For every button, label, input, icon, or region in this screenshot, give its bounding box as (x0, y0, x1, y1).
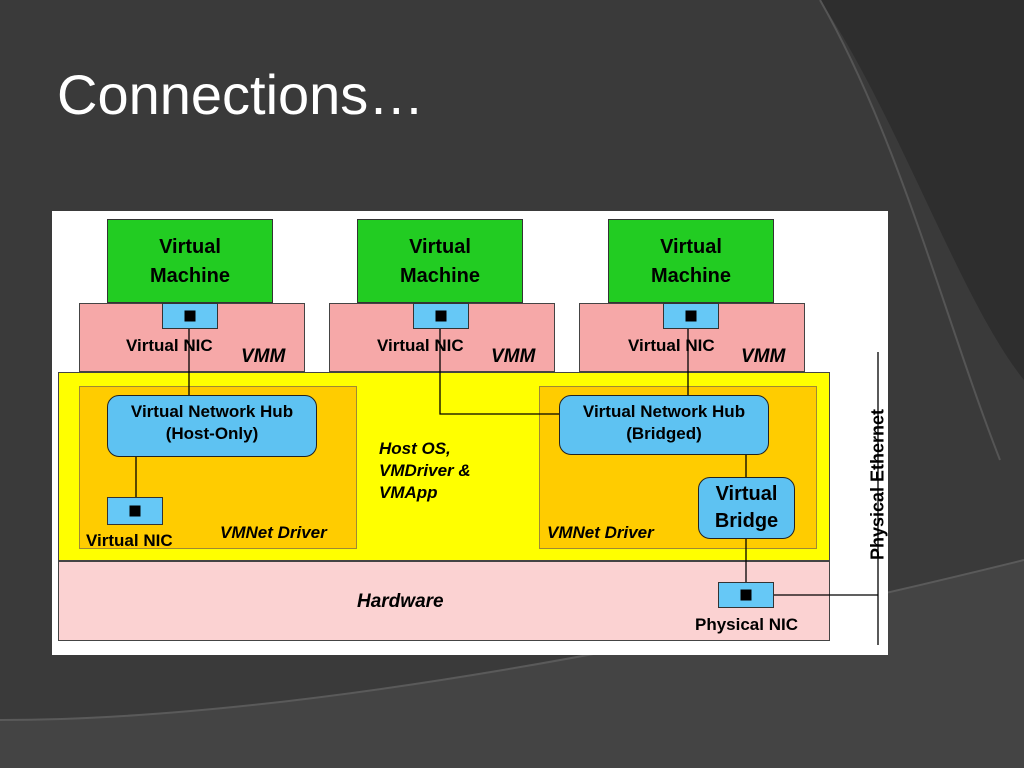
host-only-virtual-nic (107, 497, 163, 525)
host-os-line2: VMDriver & (379, 461, 471, 480)
physical-ethernet-label: Physical Ethernet (867, 408, 888, 561)
vm-label-line2: Machine (650, 265, 732, 287)
host-os-label: Host OS, VMDriver & VMApp (379, 438, 471, 504)
slide-title: Connections… (57, 63, 425, 126)
host-os-line3: VMApp (379, 483, 438, 502)
vm1-virtual-nic (162, 303, 218, 329)
vm3-virtual-nic (663, 303, 719, 329)
vm3-vmm-label: VMM (741, 346, 786, 367)
virtual-machine-1: Virtual Machine (107, 219, 273, 303)
vm1-nic-label: Virtual NIC (126, 336, 213, 355)
hub-label-line1: Virtual Network Hub (130, 402, 294, 421)
nic-port-icon (435, 310, 447, 322)
virtual-network-hub-host-only: Virtual Network Hub (Host-Only) (107, 395, 317, 457)
hub-label-line2: (Host-Only) (165, 424, 259, 443)
bridge-label-line2: Bridge (714, 510, 779, 532)
nic-port-icon (129, 505, 141, 517)
virtual-machine-3: Virtual Machine (608, 219, 774, 303)
vm-label-line2: Machine (399, 265, 481, 287)
virtual-bridge: Virtual Bridge (698, 477, 795, 539)
vm2-vmm-label: VMM (491, 346, 536, 367)
nic-port-icon (184, 310, 196, 322)
vmnet-driver-label-right: VMNet Driver (547, 523, 654, 542)
nic-port-icon (685, 310, 697, 322)
vm3-nic-label: Virtual NIC (628, 336, 715, 355)
hardware-layer (58, 561, 830, 641)
hub-label-line2: (Bridged) (626, 424, 702, 443)
host-only-nic-label: Virtual NIC (86, 531, 173, 550)
nic-port-icon (740, 589, 752, 601)
vm-label-line2: Machine (149, 265, 231, 287)
vm-label-line1: Virtual (159, 236, 221, 258)
vm2-nic-label: Virtual NIC (377, 336, 464, 355)
hardware-label: Hardware (357, 591, 444, 612)
vm-label-line1: Virtual (660, 236, 722, 258)
host-os-line1: Host OS, (379, 439, 451, 458)
virtual-network-hub-bridged: Virtual Network Hub (Bridged) (559, 395, 769, 455)
vm1-vmm-label: VMM (241, 346, 286, 367)
physical-nic (718, 582, 774, 608)
vmnet-driver-label-left: VMNet Driver (220, 523, 327, 542)
virtual-machine-2: Virtual Machine (357, 219, 523, 303)
vm-label-line1: Virtual (409, 236, 471, 258)
physical-nic-label: Physical NIC (695, 615, 798, 634)
vm2-virtual-nic (413, 303, 469, 329)
hub-label-line1: Virtual Network Hub (582, 402, 746, 421)
network-diagram: Hardware Virtual Machine Virtual Machine… (52, 211, 888, 655)
bridge-label-line1: Virtual (715, 483, 778, 505)
